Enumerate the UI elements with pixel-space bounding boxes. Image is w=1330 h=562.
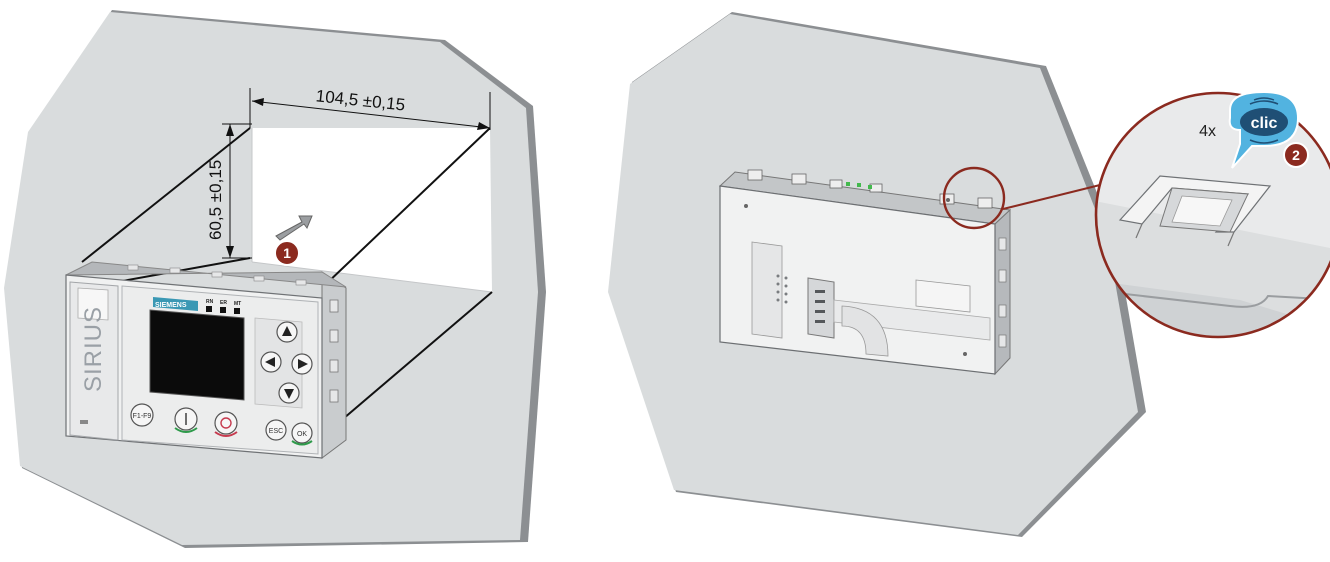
led-label-er: ER bbox=[220, 300, 227, 306]
ok-key-label: OK bbox=[297, 431, 307, 438]
up-arrow-key-icon bbox=[276, 321, 298, 343]
device-mark-icon bbox=[80, 420, 88, 424]
right-arrow-key-icon bbox=[291, 353, 313, 375]
f1-f9-key: F1-F9 bbox=[130, 403, 154, 427]
zoom-connector-line bbox=[1002, 184, 1101, 210]
step-1-number: 1 bbox=[283, 245, 291, 261]
width-dimension: 104,5 ±0,15 bbox=[249, 86, 491, 130]
step-1-callout: 1 bbox=[274, 240, 300, 266]
sirius-display-device: SIRIUS SIEMENS RN ER MT bbox=[65, 261, 347, 459]
panel-cutout bbox=[251, 128, 493, 293]
mounted-device-housing bbox=[718, 169, 1012, 376]
left-arrow-key-icon bbox=[260, 351, 282, 373]
led-label-mt: MT bbox=[234, 301, 241, 307]
esc-key: ESC bbox=[265, 419, 287, 441]
step-2-callout: 2 bbox=[1283, 142, 1309, 168]
sirius-label: SIRIUS bbox=[80, 306, 107, 392]
clic-count-label: 4x bbox=[1199, 123, 1216, 140]
f1-f9-key-label: F1-F9 bbox=[133, 413, 152, 420]
zoom-detail bbox=[1094, 91, 1330, 339]
insertion-arrow-icon bbox=[275, 215, 313, 241]
down-arrow-key-icon bbox=[278, 382, 300, 404]
clic-label: clic bbox=[1251, 115, 1278, 132]
led-label-rn: RN bbox=[206, 299, 214, 305]
zoom-indicator-circle bbox=[942, 166, 1006, 230]
start-key-icon bbox=[174, 407, 198, 433]
ok-key: OK bbox=[291, 422, 313, 446]
stop-key-icon bbox=[214, 411, 238, 437]
lcd-display bbox=[149, 309, 245, 401]
step-2-number: 2 bbox=[1292, 147, 1300, 163]
led-rn-icon bbox=[206, 306, 212, 312]
led-mt-icon bbox=[234, 308, 240, 314]
height-dimension-label: 60,5 ±0,15 bbox=[206, 160, 225, 240]
esc-key-label: ESC bbox=[269, 428, 283, 435]
height-dimension: 60,5 ±0,15 bbox=[206, 123, 252, 259]
led-er-icon bbox=[220, 307, 226, 313]
brand-label: SIEMENS bbox=[155, 302, 187, 309]
clic-sound-icon: clic bbox=[1228, 90, 1300, 169]
